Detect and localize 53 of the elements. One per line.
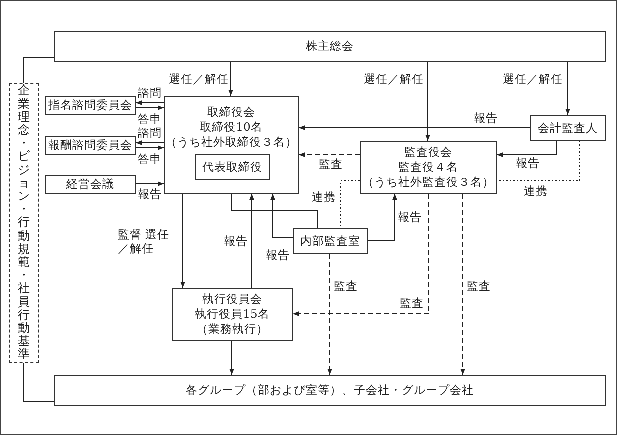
edge-label: 選任／解任: [502, 72, 564, 86]
audit-board-box: 監査役会 監査役４名 （うち社外監査役３名）: [360, 141, 497, 194]
audit-office-box: 内部監査室: [293, 228, 368, 254]
arrow: [460, 194, 466, 376]
edge-label: 監査: [399, 296, 425, 310]
representative-box: 代表取締役: [195, 154, 270, 180]
principles-box: 企業理念・ビジョン・行動規範・社員行動基準: [9, 83, 39, 363]
arrow: [230, 340, 234, 376]
group-box: 各グループ（部および室等）、子会社・グループ会社: [54, 375, 606, 406]
executive-box: 執行役員会 執行役員15名 （業務執行）: [172, 288, 293, 341]
arrow: [292, 194, 430, 316]
connector-line: [340, 180, 360, 228]
edge-label: 諮問: [137, 126, 163, 140]
arrow: [496, 140, 558, 158]
edge-label: 報告: [397, 210, 423, 224]
edge-label: 報告: [515, 156, 541, 170]
arrow: [298, 126, 530, 130]
arrow: [136, 146, 164, 150]
edge-label: 連携: [311, 190, 337, 204]
edge-label: 諮問: [137, 86, 163, 100]
edge-label: 連携: [523, 184, 549, 198]
edge-label: 報告: [137, 186, 163, 202]
edge-label: 監査: [333, 278, 359, 294]
arrow: [180, 194, 186, 288]
arrow: [298, 152, 360, 158]
edge-label: 監査: [466, 278, 492, 294]
arrow: [368, 194, 398, 242]
edge-label: 監査: [318, 156, 344, 172]
meeting-box: 経営会議: [45, 175, 136, 194]
edge-label: 選任／解任: [168, 72, 230, 86]
edge-label: 報告: [473, 110, 499, 126]
arrow: [228, 62, 234, 96]
board-box: 取締役会 取締役10名 （うち社外取締役３名） 代表取締役: [164, 96, 299, 194]
arrow: [270, 194, 294, 238]
auditor-box: 会計監査人: [530, 115, 606, 141]
arrow: [136, 106, 164, 110]
arrow: [136, 182, 164, 186]
arrow: [566, 62, 570, 116]
edge-label: 選任／解任: [363, 72, 425, 86]
arrow: [136, 140, 164, 146]
meeting-box: 株主総会: [54, 31, 606, 62]
arrow: [328, 254, 332, 376]
connector-line: [232, 194, 318, 228]
connector-line: [24, 58, 54, 84]
arrow: [136, 100, 164, 106]
connector-line: [24, 362, 54, 402]
edge-label: 報告: [265, 248, 291, 262]
committee-box: 報酬諮問委員会: [45, 136, 136, 155]
committee-box: 指名諮問委員会: [45, 96, 136, 115]
arrow: [250, 194, 254, 288]
connector-line: [496, 140, 580, 182]
arrow: [426, 62, 430, 142]
edge-label: 報告: [223, 234, 249, 248]
